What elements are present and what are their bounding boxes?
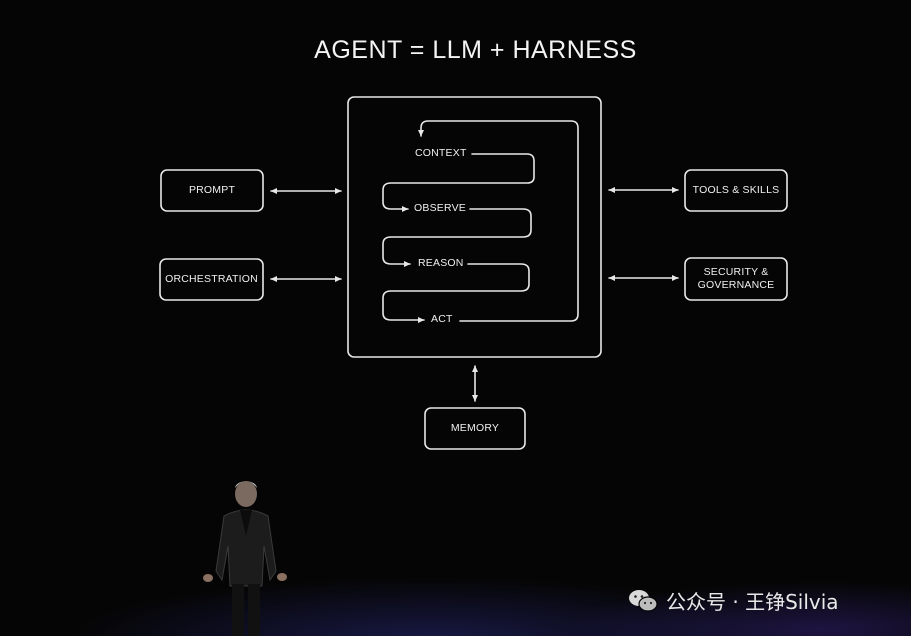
memory-box — [424, 407, 526, 450]
watermark-text: 公众号 · 王铮Silvia — [666, 590, 839, 614]
loop-act-back-to-context — [418, 120, 579, 322]
presenter-figure — [203, 481, 287, 636]
step-act: ACT — [431, 313, 453, 325]
watermark: 公众号 · 王铮Silvia — [628, 586, 839, 615]
harness-frame — [347, 96, 602, 358]
step-context: CONTEXT — [415, 147, 467, 159]
security-governance-box — [684, 257, 788, 301]
security-governance-label: SECURITY & GOVERNANCE — [697, 266, 775, 291]
orchestration-box — [159, 258, 264, 301]
slide-title: AGENT = LLM + HARNESS — [314, 36, 637, 64]
prompt-label: PROMPT — [188, 184, 236, 196]
loop-reason-to-act — [382, 263, 530, 323]
wechat-icon — [629, 589, 658, 612]
loop-context-to-observe — [382, 153, 535, 212]
tools-skills-label: TOOLS & SKILLS — [692, 184, 780, 196]
loop-observe-to-reason — [382, 208, 532, 267]
orchestration-label: ORCHESTRATION — [165, 273, 258, 285]
tools-skills-box — [684, 169, 788, 212]
step-reason: REASON — [418, 257, 464, 269]
step-observe: OBSERVE — [414, 202, 466, 214]
memory-label: MEMORY — [450, 422, 500, 434]
prompt-box — [160, 169, 264, 212]
